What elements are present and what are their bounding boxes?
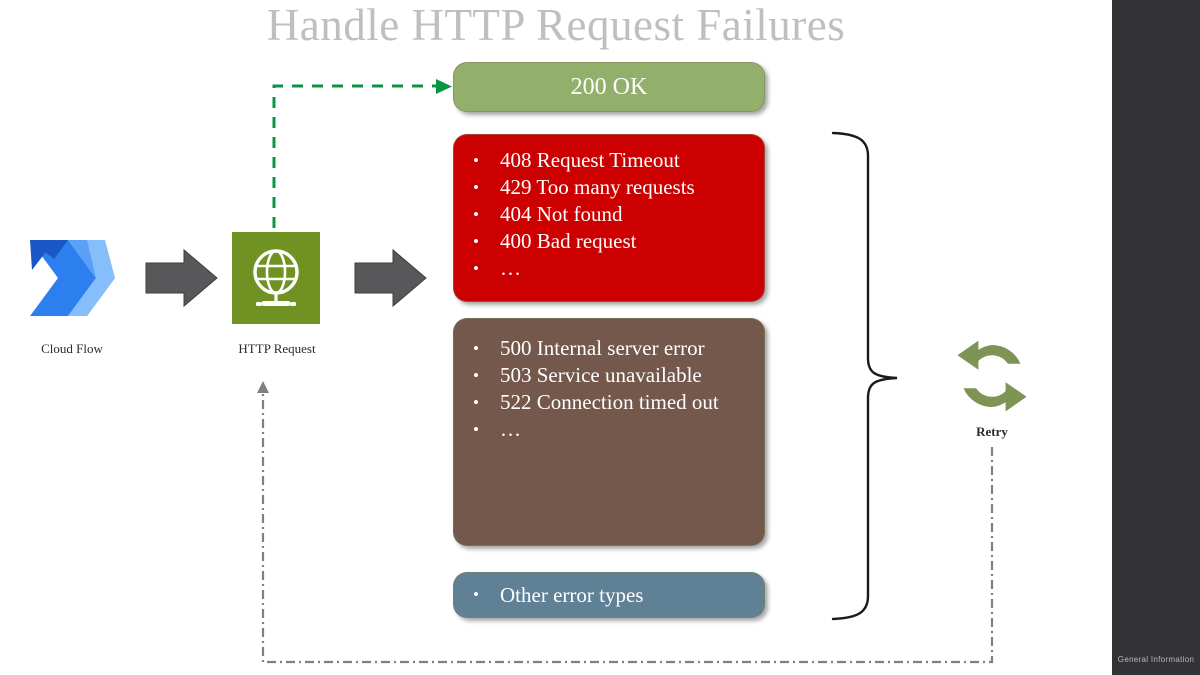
status-card-200-ok-text: 200 OK xyxy=(570,73,648,100)
classification-label: General Information xyxy=(1117,655,1195,664)
right-sidebar-rail xyxy=(1112,0,1200,675)
refresh-cycle-icon[interactable] xyxy=(949,337,1035,415)
client-errors-card[interactable]: 408 Request Timeout 429 Too many request… xyxy=(453,134,765,302)
list-item: 522 Connection timed out xyxy=(473,389,746,416)
list-item: … xyxy=(473,255,746,282)
server-errors-list: 500 Internal server error 503 Service un… xyxy=(454,335,764,443)
http-request-icon-tile[interactable] xyxy=(232,232,320,324)
other-errors-list: Other error types xyxy=(454,583,661,607)
list-item: 503 Service unavailable xyxy=(473,362,746,389)
list-item: … xyxy=(473,416,746,443)
retry-label: Retry xyxy=(976,424,1008,439)
server-errors-card[interactable]: 500 Internal server error 503 Service un… xyxy=(453,318,765,546)
other-errors-card[interactable]: Other error types xyxy=(453,572,765,618)
right-curly-brace xyxy=(831,131,898,621)
list-item: 404 Not found xyxy=(473,201,746,228)
list-item: Other error types xyxy=(473,583,644,607)
cloud-flow-label: Cloud Flow xyxy=(41,341,103,356)
list-item: 400 Bad request xyxy=(473,228,746,255)
block-arrow-1 xyxy=(145,248,218,308)
success-dashed-arrow xyxy=(272,79,452,228)
http-request-label: HTTP Request xyxy=(238,341,316,356)
list-item: 408 Request Timeout xyxy=(473,147,746,174)
block-arrow-2 xyxy=(354,248,427,308)
list-item: 500 Internal server error xyxy=(473,335,746,362)
globe-network-icon xyxy=(253,249,299,306)
page-title: Handle HTTP Request Failures xyxy=(266,0,846,50)
status-card-200-ok[interactable]: 200 OK xyxy=(453,62,765,112)
power-automate-logo xyxy=(24,232,120,324)
list-item: 429 Too many requests xyxy=(473,174,746,201)
client-errors-list: 408 Request Timeout 429 Too many request… xyxy=(454,147,764,282)
